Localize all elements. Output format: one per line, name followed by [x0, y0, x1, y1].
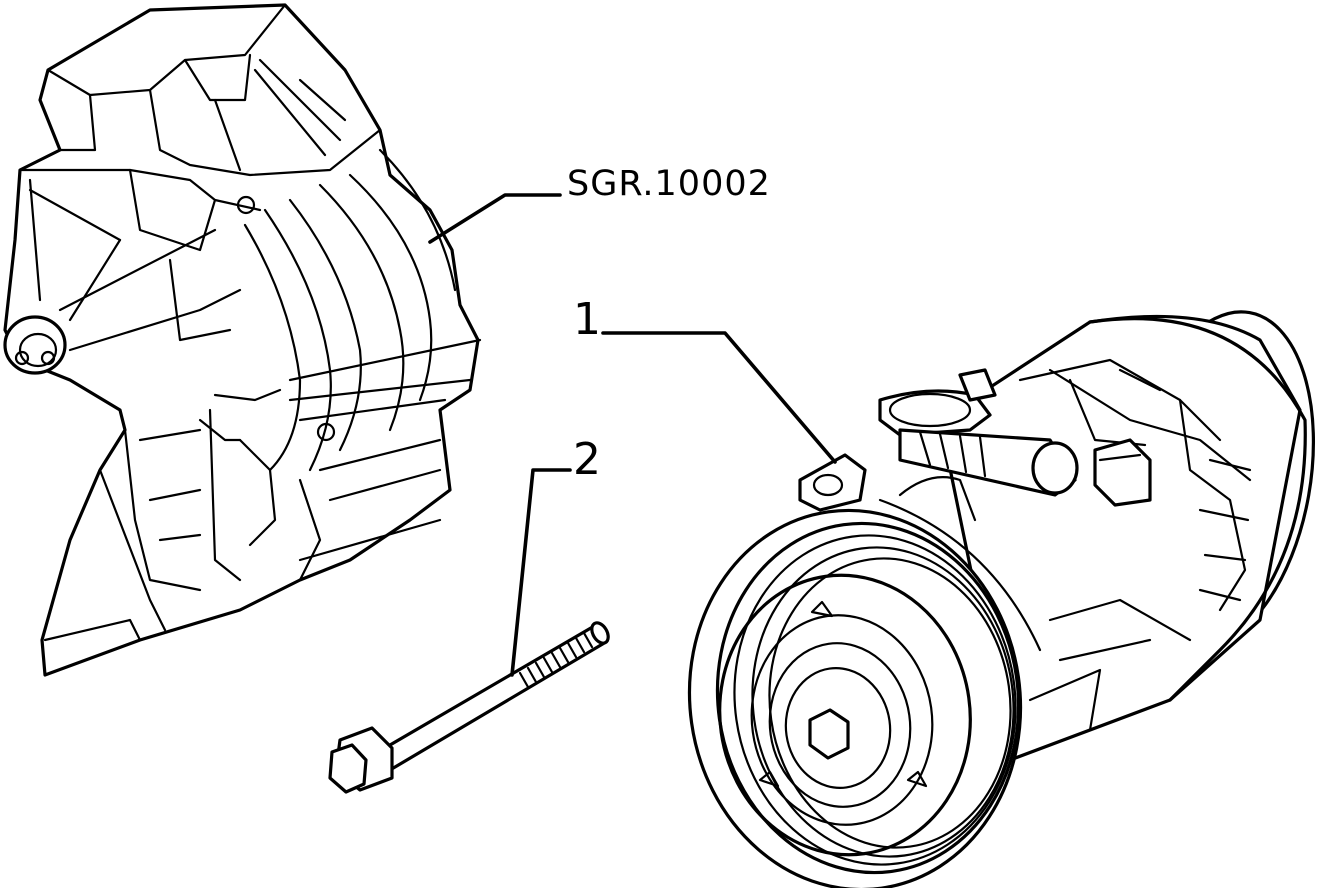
callout-compressor-number: 1: [573, 294, 601, 345]
mounting-bracket-drawing: [3, 3, 482, 677]
ac-compressor-drawing: [687, 310, 1316, 888]
callout-bracket: SGR.10002: [428, 164, 771, 244]
callout-bracket-ref: SGR.10002: [567, 164, 771, 204]
callout-bolt: 2: [510, 434, 601, 677]
callout-bolt-number: 2: [573, 434, 601, 485]
callout-compressor: 1: [573, 294, 837, 464]
long-bolt-drawing: [328, 621, 610, 794]
